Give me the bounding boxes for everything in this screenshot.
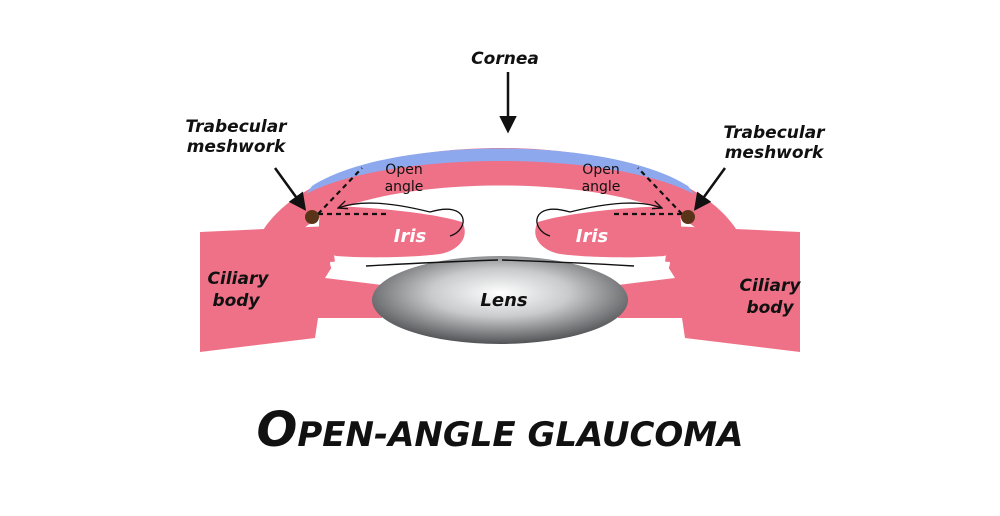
title-rest: PEN-ANGLE GLAUCOMA — [297, 415, 743, 455]
angle-dotted-lines-right — [610, 167, 683, 216]
label-trabecular-right-1: Trabecular — [723, 123, 826, 143]
title-first-letter: O — [257, 402, 298, 458]
trabecular-meshwork-left — [305, 210, 319, 224]
cornea-layer — [306, 148, 694, 194]
open-angle-arrow-right-2 — [569, 203, 662, 213]
label-open-angle-left-2: angle — [385, 179, 424, 195]
label-open-angle-left-1: Open — [385, 162, 422, 178]
iris-right — [535, 206, 682, 258]
label-ciliary-left-2: body — [212, 291, 260, 311]
label-open-angle-right-2: angle — [582, 179, 621, 195]
label-ciliary-right-1: Ciliary — [740, 276, 802, 296]
flow-line-right — [501, 259, 635, 267]
angle-dotted-lines-left — [317, 167, 390, 216]
label-iris-right: Iris — [576, 226, 609, 247]
lens-shape — [372, 256, 628, 344]
open-angle-arrow-left-2 — [338, 203, 431, 213]
label-cornea: Cornea — [471, 49, 539, 69]
ciliary-body-left — [200, 226, 382, 352]
flow-line-left — [365, 259, 499, 267]
page-title: OPEN-ANGLE GLAUCOMA — [257, 402, 744, 458]
trabecular-right-pointer-arrow — [693, 167, 727, 211]
label-iris-left: Iris — [394, 226, 427, 247]
label-trabecular-right-2: meshwork — [725, 143, 825, 163]
trabecular-left-pointer-arrow — [273, 167, 307, 211]
label-trabecular-left-1: Trabecular — [185, 117, 288, 137]
label-trabecular-left-2: meshwork — [187, 137, 287, 157]
label-open-angle-right-1: Open — [582, 162, 619, 178]
trabecular-meshwork-right — [681, 210, 695, 224]
open-angle-arrow-right — [536, 208, 571, 237]
iris-left — [318, 206, 465, 258]
label-ciliary-left-1: Ciliary — [208, 269, 270, 289]
label-lens: Lens — [480, 290, 527, 311]
label-ciliary-right-2: body — [746, 298, 794, 318]
open-angle-arrow-left — [429, 208, 464, 237]
ciliary-body-right — [618, 226, 800, 352]
